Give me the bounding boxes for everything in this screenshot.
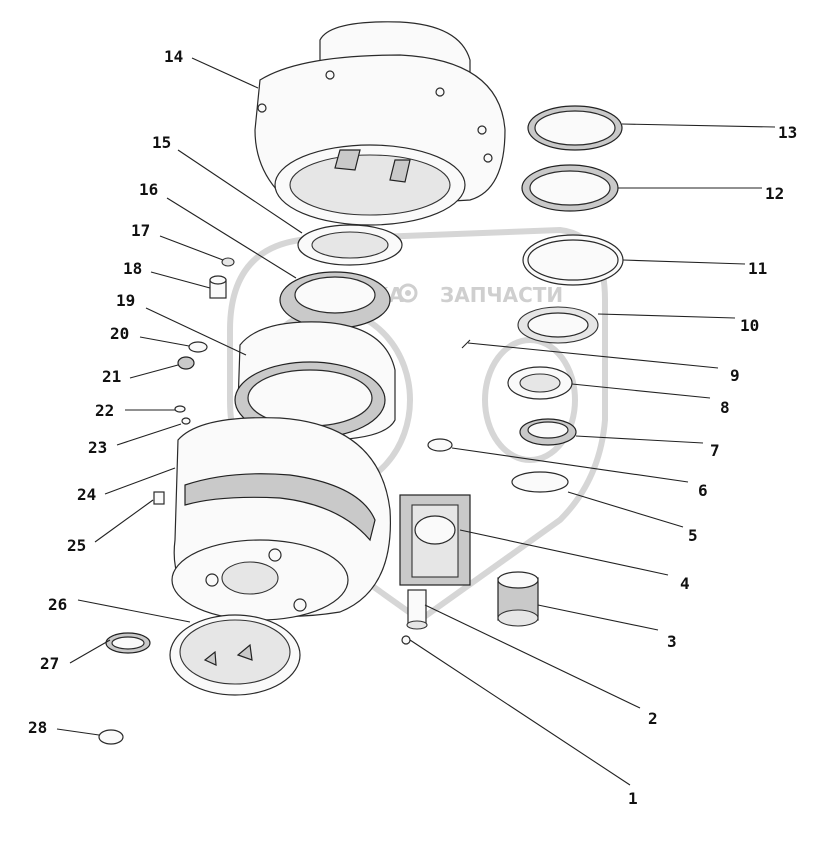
- leader-line-6: [451, 447, 689, 483]
- leader-line-15: [177, 149, 303, 234]
- callout-number-20: 20: [110, 324, 129, 343]
- watermark-letter-f: [482, 337, 578, 463]
- leader-line-1: [409, 639, 631, 786]
- leader-line-23: [116, 423, 182, 446]
- callout-number-21: 21: [102, 367, 121, 386]
- callout-number-6: 6: [698, 481, 708, 500]
- part-10-bearing-race: [517, 306, 599, 344]
- callout-number-1: 1: [628, 789, 638, 808]
- part-17-washer: [221, 257, 235, 267]
- callout-number-8: 8: [720, 398, 730, 417]
- leader-line-27: [69, 639, 111, 664]
- leader-line-11: [622, 259, 746, 265]
- part-18-bolt: [209, 275, 227, 299]
- callout-number-19: 19: [116, 291, 135, 310]
- leader-line-8: [571, 383, 711, 399]
- leader-line-28: [56, 728, 100, 736]
- part-19-ring-gear: [234, 321, 396, 441]
- callout-number-26: 26: [48, 595, 67, 614]
- leader-line-16: [166, 197, 297, 279]
- leader-line-18: [150, 271, 211, 289]
- part-23-ring: [181, 417, 191, 425]
- part-1-ball: [401, 635, 411, 645]
- callout-number-25: 25: [67, 536, 86, 555]
- callout-number-9: 9: [730, 366, 740, 385]
- callout-number-15: 15: [152, 133, 171, 152]
- part-8-ring: [507, 366, 573, 400]
- part-9-shim: [461, 339, 471, 349]
- callout-number-11: 11: [748, 259, 767, 278]
- callout-number-24: 24: [77, 485, 96, 504]
- callout-labels: 1234567891011121314151617181920212223242…: [28, 47, 797, 808]
- leader-line-9: [467, 342, 719, 369]
- leader-line-21: [129, 364, 179, 379]
- callout-number-23: 23: [88, 438, 107, 457]
- part-21-plug: [177, 356, 195, 370]
- callout-number-4: 4: [680, 574, 690, 593]
- leader-line-17: [159, 235, 224, 261]
- leader-line-7: [575, 435, 704, 444]
- part-2-shaft: [406, 589, 428, 630]
- leader-line-20: [139, 336, 190, 347]
- part-3-planet-gear: [497, 571, 539, 627]
- part-15-bearing: [297, 224, 403, 266]
- part-20-o-ring: [188, 341, 208, 353]
- callout-number-16: 16: [139, 180, 158, 199]
- callout-number-5: 5: [688, 526, 698, 545]
- part-5-circlip: [511, 471, 569, 493]
- callout-number-10: 10: [740, 316, 759, 335]
- leader-line-24: [104, 467, 176, 495]
- leader-line-4: [459, 529, 669, 576]
- watermark-right-text: ЗАПЧАСТИ: [440, 283, 563, 307]
- part-22-ring: [174, 405, 186, 413]
- part-4-planet-gears: [399, 494, 471, 586]
- leader-line-19: [145, 307, 247, 356]
- callout-number-14: 14: [164, 47, 183, 66]
- part-13-seal-ring: [527, 105, 623, 151]
- leader-line-3: [537, 604, 659, 631]
- leader-line-25: [94, 499, 154, 543]
- callout-number-28: 28: [28, 718, 47, 737]
- callout-number-2: 2: [648, 709, 658, 728]
- callout-number-3: 3: [667, 632, 677, 651]
- leader-line-5: [567, 491, 684, 528]
- leader-line-14: [191, 57, 259, 89]
- callout-number-17: 17: [131, 221, 150, 240]
- leader-line-10: [597, 313, 736, 319]
- callout-number-7: 7: [710, 441, 720, 460]
- leader-line-13: [621, 123, 776, 128]
- part-27-seal: [105, 632, 151, 654]
- part-16-bearing-cone: [279, 271, 391, 329]
- part-28-ring: [98, 729, 124, 745]
- callout-number-27: 27: [40, 654, 59, 673]
- part-11-thrust-ring: [522, 234, 624, 286]
- part-24-carrier-housing: [171, 417, 392, 621]
- part-12-seal-ring: [521, 164, 619, 212]
- part-7-bearing: [519, 418, 577, 446]
- gear-icon: [398, 283, 418, 303]
- part-25-bolt: [153, 491, 165, 505]
- callout-number-22: 22: [95, 401, 114, 420]
- part-26-cover-plate: [169, 614, 301, 696]
- part-6-washer: [427, 438, 453, 452]
- callout-number-18: 18: [123, 259, 142, 278]
- part-14-housing: [254, 21, 506, 226]
- leader-line-26: [77, 599, 191, 623]
- callout-number-13: 13: [778, 123, 797, 142]
- callout-number-12: 12: [765, 184, 784, 203]
- leader-line-2: [424, 604, 641, 709]
